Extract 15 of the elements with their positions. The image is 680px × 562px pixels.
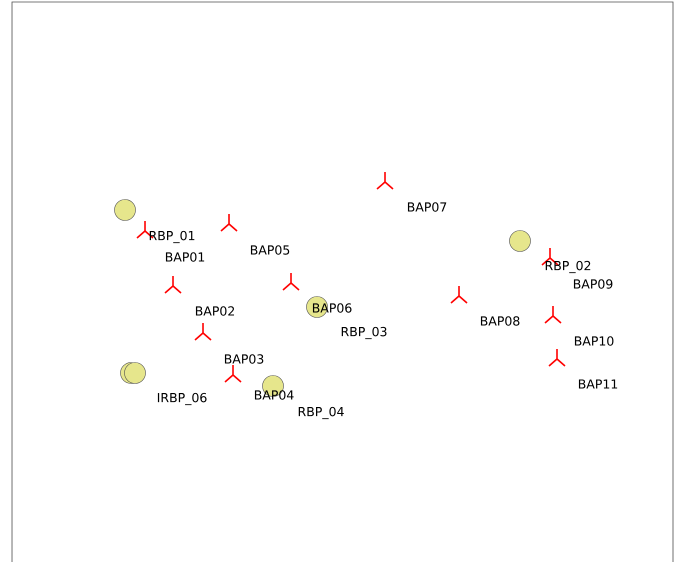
point-label: BAP02 <box>196 306 234 316</box>
point-label: BAP07 <box>408 202 446 212</box>
point-label: IRBP_06 <box>158 392 207 406</box>
point-label: BAP10 <box>574 336 614 346</box>
point-label: RBP_03 <box>342 326 386 340</box>
point-label: RBP_04 <box>298 406 344 420</box>
point-label: RBP_02 <box>546 260 590 274</box>
point-label: RBP_01 <box>150 230 194 244</box>
point-label: BAP04 <box>254 390 294 400</box>
point-label: BAP05 <box>250 245 290 255</box>
point-label: BAP03 <box>224 354 264 364</box>
point-label: BAP08 <box>480 316 520 326</box>
point-label: BAP11 <box>578 379 618 389</box>
point-label: BAP01 <box>166 252 204 262</box>
point-label: BAP09 <box>574 279 612 289</box>
